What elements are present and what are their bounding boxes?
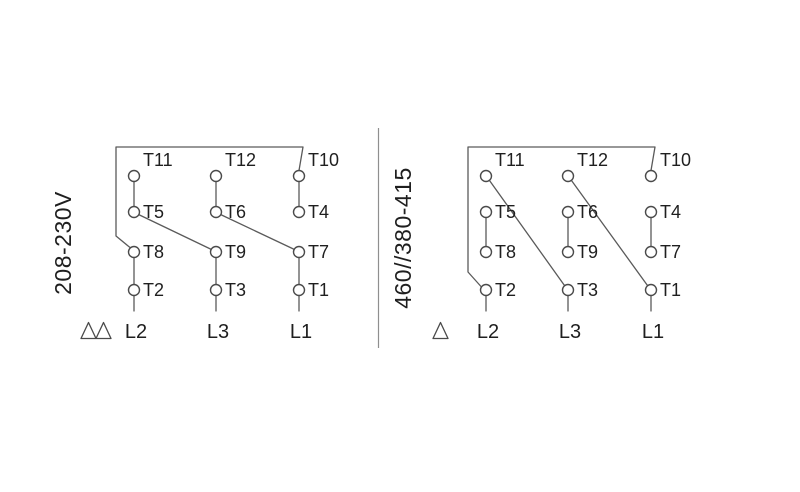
terminal-circle [561, 169, 575, 183]
terminal-label: T1 [660, 280, 681, 300]
terminal-circle [292, 169, 306, 183]
line-label: L2 [125, 321, 147, 343]
jumper-wires [485, 179, 652, 312]
terminal-circle [127, 169, 141, 183]
terminal-circle [127, 245, 141, 259]
terminal-circle [209, 169, 223, 183]
terminal-label: T11 [143, 150, 173, 170]
terminal-label: T5 [143, 202, 164, 222]
terminal-label: T3 [577, 280, 598, 300]
terminal-label: T4 [660, 202, 681, 222]
low-voltage-diagram: 208-230V T11 T12 T10 T5 T6 T4 [50, 146, 339, 343]
terminal-circle [479, 205, 493, 219]
terminal-circle [292, 245, 306, 259]
terminal-label: T10 [660, 150, 691, 170]
terminal-label: T5 [495, 202, 516, 222]
outer-bus-wire [467, 146, 656, 288]
line-label: L3 [559, 321, 581, 343]
terminal-circle [127, 205, 141, 219]
terminal-label: T1 [308, 280, 329, 300]
line-label: L1 [290, 321, 312, 343]
terminal-circle [479, 169, 493, 183]
double-delta-icon [80, 321, 112, 340]
terminal-label: T10 [308, 150, 339, 170]
terminal-circle [644, 245, 658, 259]
terminal-circle [644, 169, 658, 183]
high-voltage-diagram: 460//380-415 T11 T12 T10 T5 T6 T4 [390, 146, 691, 343]
line-label: L2 [477, 321, 499, 343]
voltage-label: 208-230V [50, 191, 76, 295]
terminal-circle [209, 245, 223, 259]
jumper-wires [133, 180, 300, 312]
line-label: L1 [642, 321, 664, 343]
terminal-label: T6 [225, 202, 246, 222]
outer-bus-wire [115, 146, 304, 249]
terminal-label: T2 [143, 280, 164, 300]
terminal-circle [209, 205, 223, 219]
terminal-circle [292, 283, 306, 297]
voltage-label: 460//380-415 [390, 167, 416, 309]
terminal-label: T9 [225, 242, 246, 262]
terminal-label: T6 [577, 202, 598, 222]
terminal-circle [644, 205, 658, 219]
terminal-circle [479, 245, 493, 259]
terminal-circle [292, 205, 306, 219]
line-label: L3 [207, 321, 229, 343]
terminal-label: T2 [495, 280, 516, 300]
terminal-label: T7 [660, 242, 681, 262]
terminal-label: T4 [308, 202, 329, 222]
terminal-circle [209, 283, 223, 297]
terminal-label: T8 [143, 242, 164, 262]
terminal-label: T8 [495, 242, 516, 262]
terminal-label: T11 [495, 150, 525, 170]
terminal-circle [479, 283, 493, 297]
terminal-label: T7 [308, 242, 329, 262]
terminal-circle [561, 205, 575, 219]
terminal-label: T9 [577, 242, 598, 262]
terminal-circle [561, 283, 575, 297]
terminal-label: T12 [225, 150, 256, 170]
terminal-circle [127, 283, 141, 297]
terminal-circle [561, 245, 575, 259]
terminal-label: T12 [577, 150, 608, 170]
delta-icon [432, 321, 449, 340]
terminal-circle [644, 283, 658, 297]
terminal-label: T3 [225, 280, 246, 300]
